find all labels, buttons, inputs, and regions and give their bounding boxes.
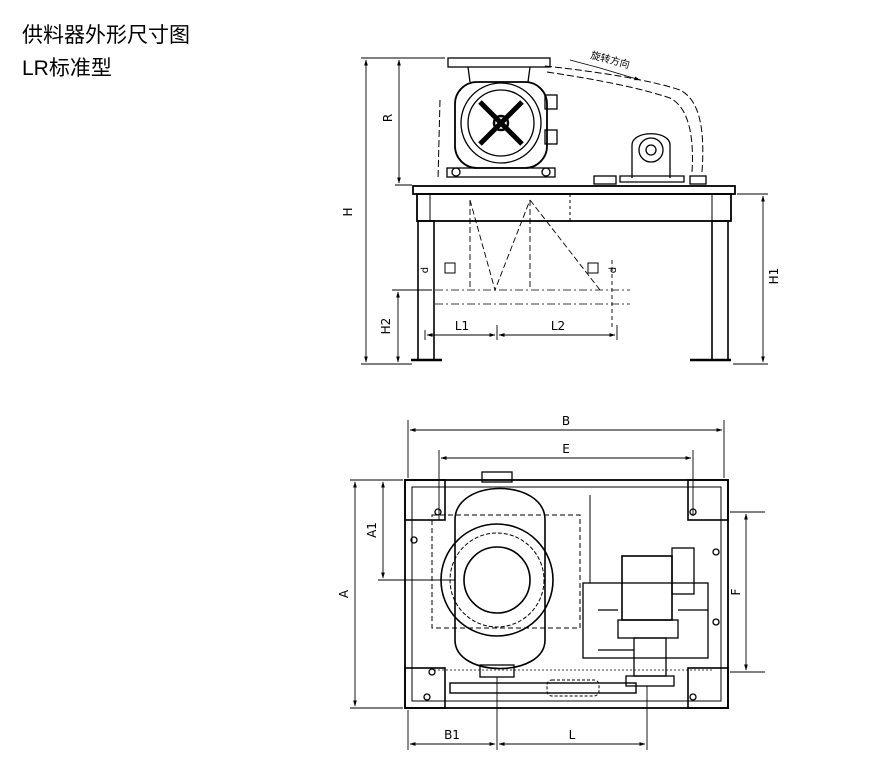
valve-top-boss <box>481 471 513 483</box>
valve-housing-hidden <box>431 514 581 629</box>
label-L: L <box>569 728 576 742</box>
valve-base <box>446 167 556 178</box>
reducer-housing <box>631 133 671 178</box>
rotation-arrow <box>569 59 641 81</box>
corner-leg <box>404 479 446 521</box>
drive-chain <box>449 682 637 694</box>
anchor-hole <box>434 508 442 516</box>
reducer-shaft <box>645 144 657 156</box>
label-rotation: 旋转方向 <box>589 48 631 71</box>
side-view-labels: H R H1 H2 L1 L2 d d 旋转方向 <box>341 48 781 334</box>
frame-beam <box>416 193 732 222</box>
side-view-dimensions <box>361 57 768 365</box>
reducer-pulley <box>638 137 664 163</box>
anchor-hole <box>410 536 418 544</box>
label-L1: L1 <box>455 319 469 333</box>
chain-guard <box>437 65 704 181</box>
top-view-labels: B E A A1 F B1 L <box>337 414 743 742</box>
label-H1: H1 <box>767 268 781 285</box>
hidden-hopper <box>469 199 601 292</box>
left-leg <box>417 220 435 361</box>
anchor-hole <box>428 668 436 676</box>
corner-leg <box>404 667 446 709</box>
anchor-hole <box>423 693 431 701</box>
reducer-base <box>619 175 685 183</box>
label-d-left: d <box>420 267 431 273</box>
label-H: H <box>341 207 355 216</box>
label-F: F <box>729 588 743 595</box>
reducer-top <box>617 619 679 639</box>
side-boss-lower <box>544 129 558 145</box>
motor-clamp <box>689 175 707 185</box>
anchor-hole <box>712 548 720 556</box>
corner-leg <box>687 479 729 521</box>
inlet-flange <box>447 57 551 68</box>
valve-rotor <box>467 89 535 157</box>
motor <box>621 555 673 621</box>
valve-outlet <box>463 546 531 614</box>
label-H2: H2 <box>379 318 393 335</box>
mounting-bracket <box>444 262 456 274</box>
label-E: E <box>562 442 570 456</box>
valve-rotor-outer <box>460 82 542 164</box>
bolt <box>541 167 551 177</box>
top-view <box>404 471 729 709</box>
valve-flange-outer <box>440 523 554 637</box>
valve-body-top <box>454 487 546 670</box>
anchor-hole <box>712 618 720 626</box>
corner-leg <box>687 667 729 709</box>
frame-top-plate <box>412 185 736 195</box>
bolt <box>451 167 461 177</box>
valve-shaft <box>492 114 510 132</box>
motor-base-plate <box>582 582 709 659</box>
label-d-right: d <box>608 267 619 273</box>
motor-clamp <box>593 175 617 185</box>
inlet-neck <box>467 66 531 83</box>
drawing-subtitle: LR标准型 <box>22 57 112 80</box>
frame-inner <box>411 486 722 702</box>
motor-terminal-box <box>671 547 695 595</box>
side-view <box>411 57 736 362</box>
mounting-bracket <box>587 262 599 274</box>
frame-outline <box>404 479 729 709</box>
top-view-dimensions <box>350 420 765 750</box>
drawing-title: 供料器外形尺寸图 <box>22 23 190 47</box>
label-B1: B1 <box>444 728 460 742</box>
label-L2: L2 <box>551 319 565 333</box>
reducer-pulley-top <box>625 675 675 687</box>
anchor-hole <box>689 693 697 701</box>
chain-tensioner <box>546 679 600 697</box>
side-boss-upper <box>544 94 558 110</box>
label-A1: A1 <box>365 522 379 538</box>
label-B: B <box>562 414 570 428</box>
right-leg <box>711 220 729 361</box>
rotor-vanes <box>478 100 524 146</box>
label-R: R <box>381 114 395 122</box>
label-A: A <box>337 589 351 598</box>
